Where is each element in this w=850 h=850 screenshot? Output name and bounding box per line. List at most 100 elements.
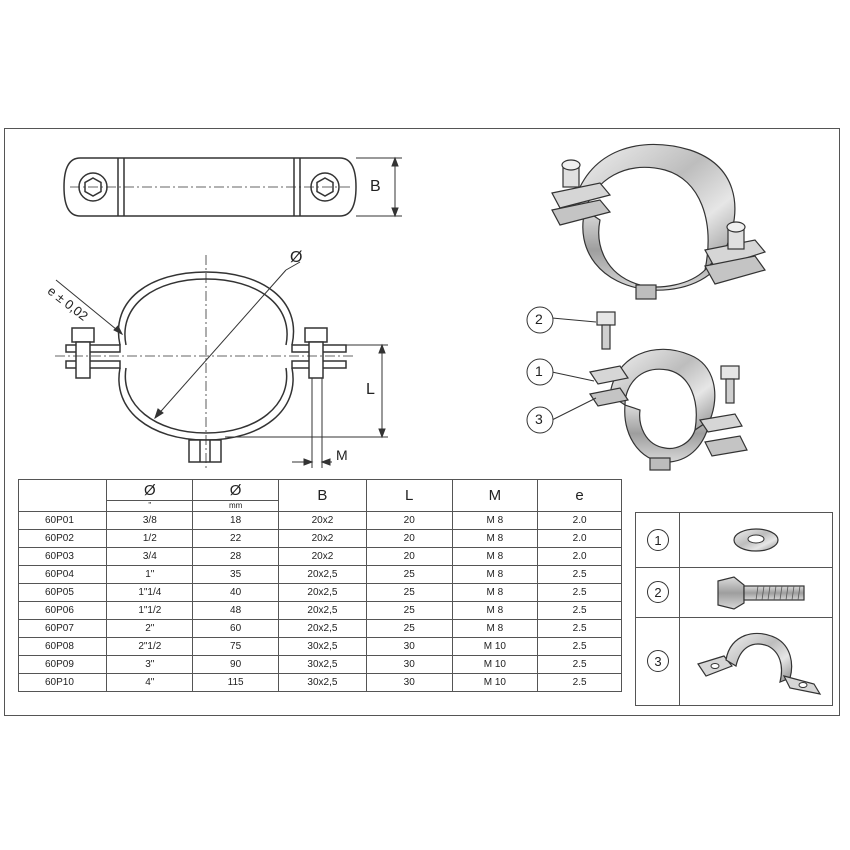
table-cell: 28 [192,547,279,566]
table-cell: 22 [192,529,279,548]
table-cell: 2.5 [537,565,622,584]
table-cell: 20 [365,529,453,548]
table-cell: 60P05 [17,583,108,602]
table-cell: M 8 [451,511,539,530]
callout-2-label: 2 [535,311,543,327]
clamp-3d-exploded [589,311,748,471]
table-cell: 60P10 [17,673,108,692]
table-cell: 25 [365,583,453,602]
header-b: B [277,479,367,512]
table-cell: 60P09 [17,655,108,674]
table-cell: 20x2,5 [277,601,367,620]
table-cell: 25 [365,601,453,620]
dim-e [55,279,124,336]
table-cell: M 10 [451,655,539,674]
table-cell: 90 [192,655,279,674]
part-number: 1 [647,529,669,551]
table-cell: 60P04 [17,565,108,584]
callout-leaders [551,317,597,421]
table-cell: 115 [192,673,279,692]
table-cell: 2.5 [537,619,622,638]
table-cell: 30x2,5 [277,637,367,656]
table-cell: 30x2,5 [277,655,367,674]
flange-1 [589,365,629,385]
dim-b-line [356,156,402,218]
table-cell: 2.0 [537,529,622,548]
table-cell: 20x2,5 [277,583,367,602]
table-cell: 3/4 [106,547,194,566]
part-row-half-clamp: 3 [636,618,832,705]
unit-mm: mm [192,500,279,512]
table-cell: 20x2 [277,529,367,548]
table-cell: 4" [106,673,194,692]
header-diameter-mm: Ø [192,479,279,501]
table-cell: 60P02 [17,529,108,548]
table-cell: M 8 [451,547,539,566]
label-l: L [366,381,375,398]
table-cell: 18 [192,511,279,530]
table-cell: 60 [192,619,279,638]
table-cell: 2.5 [537,655,622,674]
label-m: M [336,447,348,463]
table-cell: 60P01 [17,511,108,530]
strap-top-view [63,157,357,217]
drawing-frame [4,128,840,716]
label-b: B [370,178,381,195]
table-cell: 20x2,5 [277,619,367,638]
part-number: 3 [647,650,669,672]
table-cell: 60P07 [17,619,108,638]
table-cell: 2.0 [537,511,622,530]
table-cell: M 8 [451,529,539,548]
header-e: e [537,479,622,512]
table-cell: M 10 [451,637,539,656]
callout-1-label: 1 [535,363,543,379]
table-cell: M 10 [451,673,539,692]
part-row-bolt: 2 [636,568,832,618]
table-cell: 25 [365,565,453,584]
table-cell: 60P06 [17,601,108,620]
table-cell: M 8 [451,583,539,602]
table-cell: 30 [365,655,453,674]
table-cell: 2"1/2 [106,637,194,656]
hex-bolt-icon [717,576,805,610]
table-cell: 20 [365,511,453,530]
table-cell: 3/8 [106,511,194,530]
table-cell: 20x2,5 [277,565,367,584]
half-clamp-icon [697,632,822,695]
label-diameter: Ø [290,249,303,266]
table-cell: 20 [365,547,453,566]
header-diameter-inch: Ø [106,479,194,501]
table-cell: 40 [192,583,279,602]
table-cell: 30x2,5 [277,673,367,692]
table-cell: 2.0 [537,547,622,566]
parts-legend: 1 2 3 [635,512,833,706]
table-cell: 2" [106,619,194,638]
table-cell: 3" [106,655,194,674]
table-cell: 1"1/2 [106,601,194,620]
table-cell: 20x2 [277,547,367,566]
header-l: L [365,479,453,512]
callout-circle-1 [526,358,554,386]
table-cell: 30 [365,673,453,692]
table-cell: 1" [106,565,194,584]
table-cell: 60P08 [17,637,108,656]
callout-3-label: 3 [535,411,543,427]
table-cell: M 8 [451,601,539,620]
table-cell: 20x2 [277,511,367,530]
callout-circle-3 [526,406,554,434]
table-cell: M 8 [451,565,539,584]
table-cell: 25 [365,619,453,638]
table-cell: 35 [192,565,279,584]
clamp-3d-assembled [551,143,767,300]
header-code [17,479,108,512]
dim-diameter [154,261,301,420]
